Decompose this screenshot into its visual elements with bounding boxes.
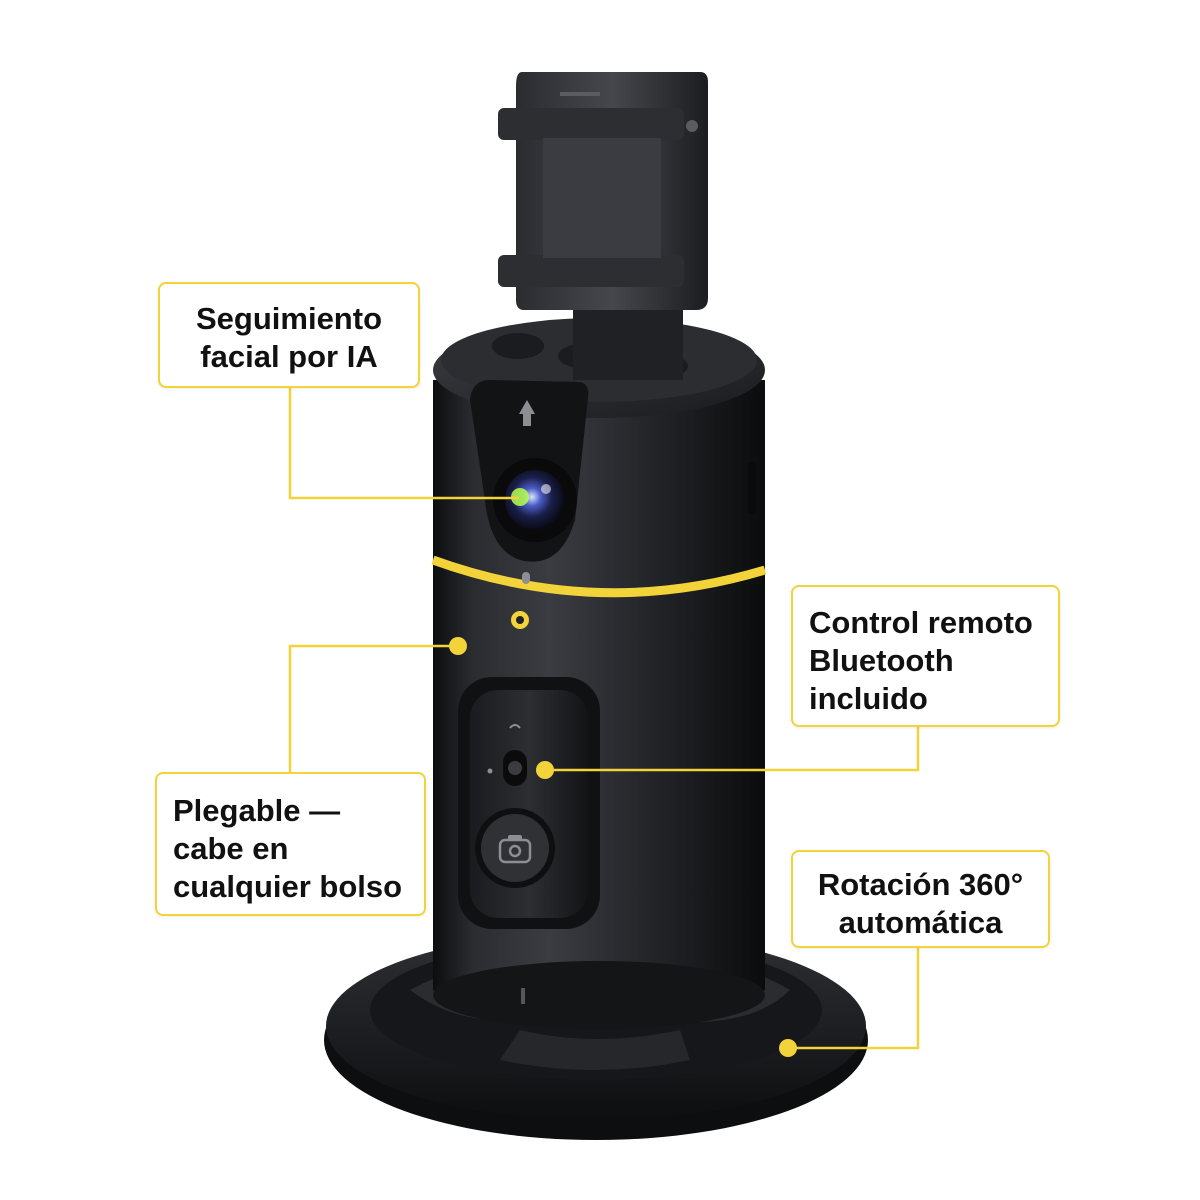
callout-foldable-line-3: cualquier bolso [173, 869, 403, 904]
leader-dots [449, 637, 797, 1057]
leader-dot-remote [536, 761, 554, 779]
phone-holder [498, 72, 708, 380]
callout-rotation-line-2: automática [838, 905, 1003, 940]
callout-foldable: Plegable — cabe en cualquier bolso [155, 772, 426, 916]
leader-line-fold [288, 644, 458, 772]
callout-face-tracking-line-1: Seguimiento [195, 301, 382, 336]
leader-line-remote [545, 727, 920, 772]
leader-line-face [288, 388, 519, 500]
callout-face-tracking-line-2: facial por IA [200, 339, 378, 374]
callout-remote-line-2: Bluetooth [809, 643, 954, 678]
callout-face-tracking: Seguimiento facial por IA [158, 282, 420, 388]
callout-remote: Control remoto Bluetooth incluido [791, 585, 1060, 727]
callout-rotation-line-1: Rotación 360° [817, 867, 1024, 902]
callout-remote-line-1: Control remoto [809, 605, 1033, 640]
callout-foldable-line-1: Plegable — [173, 793, 341, 828]
callout-foldable-line-2: cabe en [173, 831, 289, 866]
camera-window [470, 380, 589, 584]
leader-lines [288, 388, 920, 1050]
remote-control [458, 677, 600, 929]
callout-remote-line-3: incluido [809, 681, 928, 716]
callout-rotation: Rotación 360° automática [791, 850, 1050, 948]
leader-dot-rotate [779, 1039, 797, 1057]
leader-line-rotate [788, 948, 920, 1050]
leader-dot-fold [449, 637, 467, 655]
